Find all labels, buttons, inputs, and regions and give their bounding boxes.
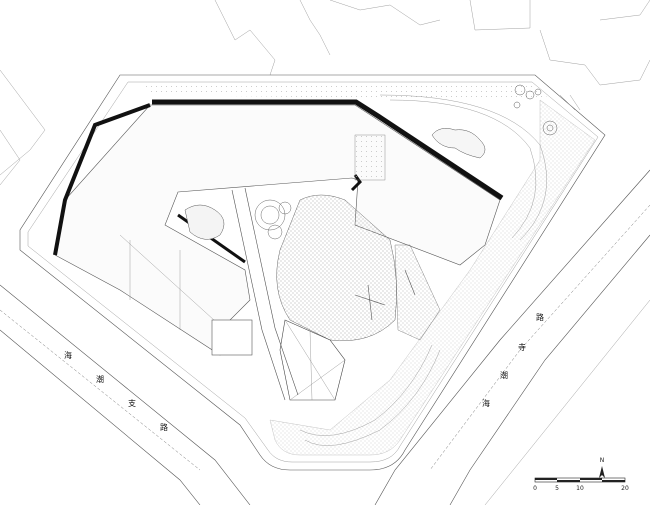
context-buildings [0,0,650,186]
street-char-lu-2: 路 [536,312,544,322]
pedestrian-path [231,187,299,401]
north-arrow-icon [599,466,605,478]
perimeter-planting [269,99,596,456]
scale-tick-0: 0 [533,485,537,492]
street-char-si: 寺 [518,343,526,352]
street-label-haichaozhi-road: 海 潮 支 路 [64,350,168,432]
street-label-haichaosi-road: 路 寺 潮 海 [482,312,544,408]
street-char-chao-1: 潮 [96,374,104,384]
north-arrow: N [599,457,605,478]
street-char-hai-1: 海 [64,350,72,360]
site-boundary [19,74,606,471]
street-char-zhi: 支 [128,398,136,408]
north-label: N [600,457,605,464]
scale-tick-20: 20 [621,485,629,492]
street-char-chao-2: 潮 [500,370,508,380]
landscape-curves [299,94,547,446]
playground-elements [431,84,581,159]
courtyard [184,194,441,341]
street-char-hai-2: 海 [482,398,490,408]
scale-bar: 0 5 10 20 [533,477,629,492]
scale-tick-5: 5 [555,485,559,492]
scale-tick-10: 10 [576,485,584,492]
street-char-lu-1: 路 [160,422,168,432]
streets [0,169,650,505]
pavilion [279,319,346,401]
